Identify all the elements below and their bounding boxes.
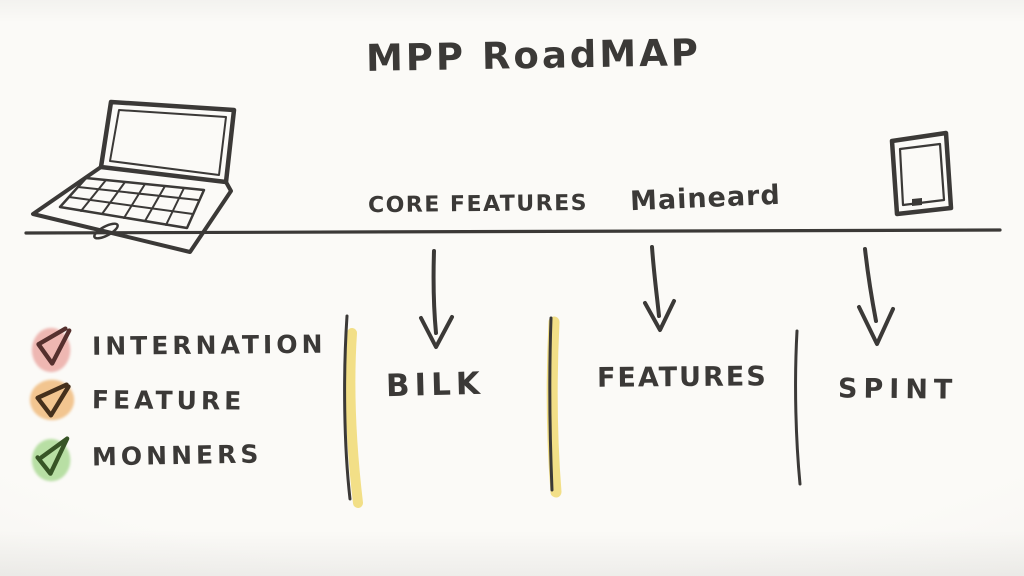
watercolor-blob — [31, 327, 71, 372]
laptop-screen-inner — [109, 109, 227, 176]
checklist-item: MONNERS — [26, 425, 327, 485]
column-label-spint: SPINT — [837, 373, 959, 406]
laptop-base — [31, 165, 233, 254]
checkbox-blob — [31, 435, 71, 481]
timeline-label-core-features: CORE FEATURES — [367, 190, 589, 219]
arrow-down-icon — [643, 245, 676, 332]
checklist: INTERNATION FEATURE MONNERS — [26, 317, 327, 485]
checkbox-blob — [31, 325, 72, 372]
divider-line-highlighted — [343, 314, 363, 508]
arrow-down-icon — [419, 249, 454, 349]
checklist-item-label: INTERNATION — [91, 329, 327, 361]
tablet-body — [889, 130, 954, 217]
tablet-home-button — [912, 198, 922, 206]
checkmark-icon — [35, 381, 71, 418]
column-label-features: FEATURES — [596, 361, 768, 394]
highlighter-stroke — [345, 328, 363, 508]
timeline-line — [24, 228, 1002, 235]
tablet-screen — [898, 142, 946, 207]
laptop-trackpad-pen — [93, 222, 119, 240]
laptop-icon — [31, 99, 237, 254]
tablet-icon — [889, 130, 954, 217]
checklist-item-label: MONNERS — [91, 439, 263, 472]
page-title: MPP RoadMAP — [365, 31, 702, 80]
highlighter-stroke — [546, 316, 562, 498]
laptop-keyboard — [58, 176, 206, 230]
arrow-down-icon — [857, 247, 895, 346]
checklist-item: INTERNATION — [26, 317, 327, 375]
timeline-label-maineard: Maineard — [629, 179, 782, 218]
checkmark-icon — [35, 435, 70, 476]
checklist-item: FEATURE — [26, 372, 327, 430]
checkbox-blob — [29, 379, 75, 420]
checkmark-icon — [36, 325, 72, 366]
divider-line-highlighted — [546, 316, 562, 498]
divider-line-plain — [794, 329, 802, 486]
checklist-item-label: FEATURE — [91, 385, 246, 416]
column-label-bilk: BILK — [385, 365, 486, 405]
watercolor-blob — [29, 379, 75, 420]
